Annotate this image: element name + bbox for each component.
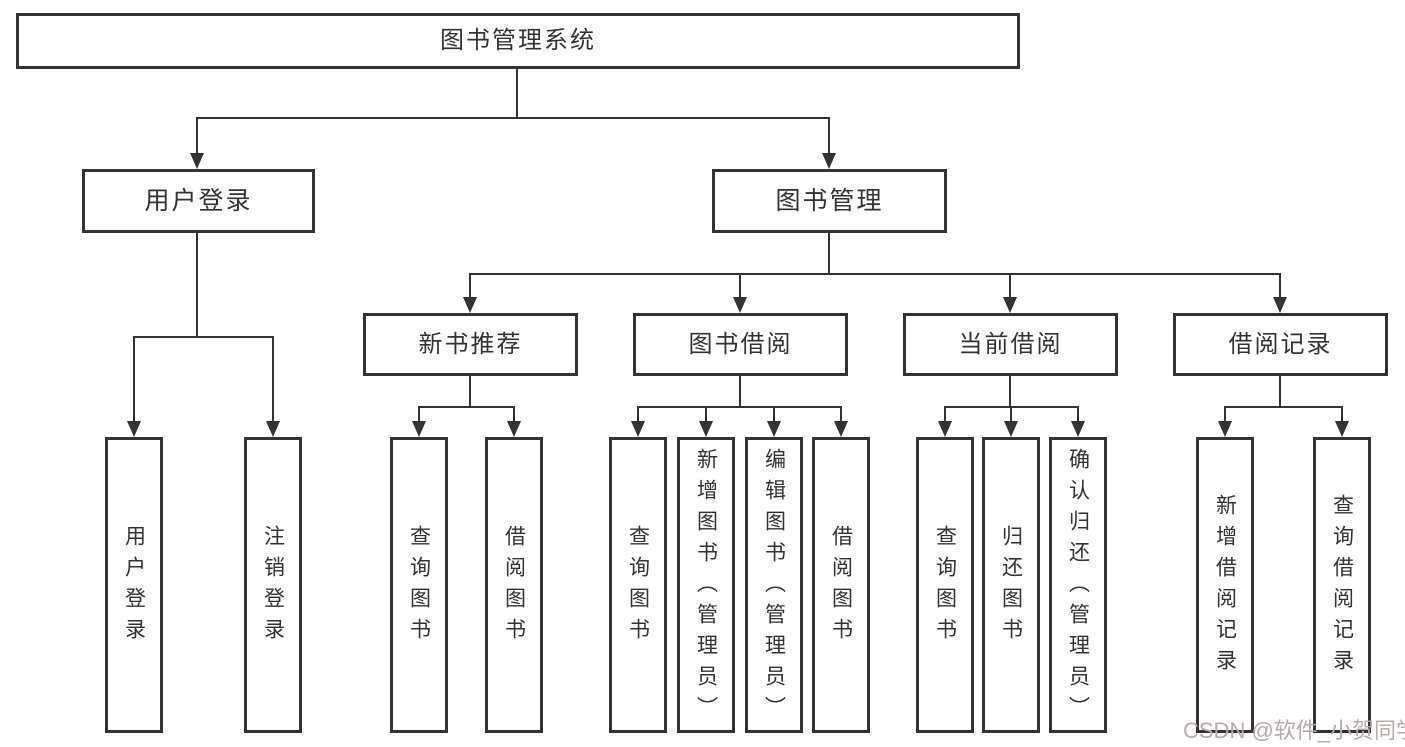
edge-drop-confirm-return-admin (1077, 406, 1079, 421)
node-book-borrowing: 图书借阅 (633, 313, 848, 376)
edge-new-book-recommend-rail (418, 406, 515, 408)
node-root: 图书管理系统 (16, 13, 1020, 69)
arrowhead-borrow-books-2 (834, 421, 848, 437)
leaf-query-books-1: 查询图书 (390, 437, 448, 733)
arrowhead-current-borrowing (1003, 297, 1017, 313)
leaf-query-borrow-record: 查询借阅记录 (1313, 437, 1371, 733)
edge-drop-add-books-admin (705, 406, 707, 421)
leaf-borrow-books-2: 借阅图书 (812, 437, 870, 733)
edge-current-borrowing-stem (1009, 376, 1011, 406)
edge-user-login-stem (196, 233, 198, 336)
edge-user-login-rail (133, 336, 274, 338)
edge-drop-query-books-1 (418, 406, 420, 421)
arrowhead-leaf-user-login (127, 421, 141, 437)
leaf-query-books-3: 查询图书 (916, 437, 974, 733)
node-borrowing-records: 借阅记录 (1173, 313, 1388, 376)
leaf-add-borrow-record: 新增借阅记录 (1196, 437, 1254, 733)
edge-drop-leaf-user-login (133, 336, 135, 421)
node-current-borrowing: 当前借阅 (903, 313, 1118, 376)
leaf-user-login: 用户登录 (105, 437, 163, 733)
leaf-confirm-return-admin: 确认归还（管理员） (1049, 437, 1107, 733)
arrowhead-book-management (822, 153, 836, 169)
edge-root-drop-book-management (828, 117, 830, 153)
arrowhead-new-book-recommend (463, 297, 477, 313)
edge-drop-leaf-logout (272, 336, 274, 421)
edge-root-stem (516, 69, 518, 117)
edge-new-book-recommend-stem (469, 376, 471, 406)
arrowhead-book-borrowing (733, 297, 747, 313)
arrowhead-add-borrow-record (1218, 421, 1232, 437)
leaf-query-books-2: 查询图书 (609, 437, 667, 733)
leaf-edit-books-admin: 编辑图书（管理员） (745, 437, 803, 733)
edge-drop-borrow-books-2 (840, 406, 842, 421)
arrowhead-user-login (190, 153, 204, 169)
leaf-return-books: 归还图书 (982, 437, 1040, 733)
edge-drop-query-borrow-record (1341, 406, 1343, 421)
edge-drop-query-books-2 (637, 406, 639, 421)
arrowhead-add-books-admin (699, 421, 713, 437)
node-book-management: 图书管理 (712, 169, 947, 233)
arrowhead-query-books-1 (412, 421, 426, 437)
edge-drop-add-borrow-record (1224, 406, 1226, 421)
edge-book-management-rail (469, 273, 1280, 275)
leaf-logout: 注销登录 (244, 437, 302, 733)
edge-root-drop-user-login (196, 117, 198, 153)
edge-drop-query-books-3 (944, 406, 946, 421)
edge-root-rail (196, 117, 830, 119)
leaf-borrow-books-1: 借阅图书 (485, 437, 543, 733)
node-user-login: 用户登录 (82, 169, 315, 233)
arrowhead-borrowing-records (1273, 297, 1287, 313)
leaf-add-books-admin: 新增图书（管理员） (677, 437, 735, 733)
edge-book-borrowing-rail (637, 406, 842, 408)
edge-drop-current-borrowing (1009, 273, 1011, 297)
arrowhead-query-books-2 (631, 421, 645, 437)
arrowhead-query-books-3 (938, 421, 952, 437)
edge-book-borrowing-stem (739, 376, 741, 406)
edge-drop-borrowing-records (1279, 273, 1281, 297)
arrowhead-borrow-books-1 (507, 421, 521, 437)
node-new-book-recommend: 新书推荐 (363, 313, 578, 376)
csdn-watermark: CSDN @软件_小贺同学 (1183, 718, 1405, 743)
edge-book-management-stem (828, 233, 830, 273)
edge-drop-return-books (1010, 406, 1012, 421)
edge-drop-new-book-recommend (469, 273, 471, 297)
arrowhead-query-borrow-record (1335, 421, 1349, 437)
edge-borrowing-records-rail (1224, 406, 1343, 408)
arrowhead-leaf-logout (266, 421, 280, 437)
edge-drop-book-borrowing (739, 273, 741, 297)
edge-drop-borrow-books-1 (513, 406, 515, 421)
arrowhead-return-books (1004, 421, 1018, 437)
edge-drop-edit-books-admin (773, 406, 775, 421)
arrowhead-confirm-return-admin (1071, 421, 1085, 437)
edge-borrowing-records-stem (1279, 376, 1281, 406)
arrowhead-edit-books-admin (767, 421, 781, 437)
